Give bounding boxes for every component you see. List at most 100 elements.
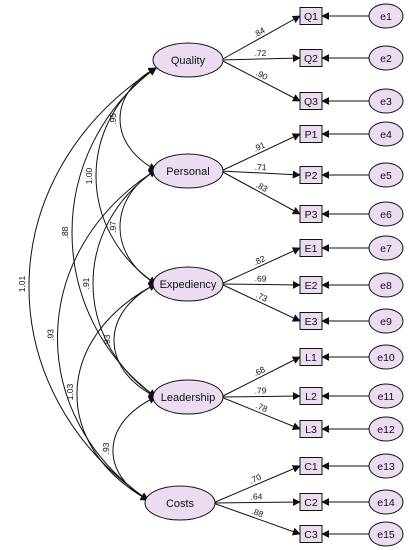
error-e7: e7	[368, 235, 404, 261]
error-label-e14: e14	[377, 497, 395, 509]
indicator-L2: L2	[299, 387, 323, 405]
error-label-e3: e3	[380, 96, 392, 108]
error-e11: e11	[368, 383, 404, 409]
latent-expediency: Expediency	[152, 266, 224, 302]
nodes-layer: QualityPersonalExpediencyLeadershipCosts…	[144, 3, 404, 547]
indicator-label-Q3: Q3	[304, 96, 318, 108]
covariance-value-quality-personal: .95	[108, 113, 118, 125]
indicator-L1: L1	[299, 348, 323, 366]
loading-value-C2: .64	[250, 491, 262, 501]
covariance-value-quality-leadership: .88	[60, 226, 70, 238]
covariance-value-personal-costs: .93	[46, 329, 56, 341]
error-label-e12: e12	[377, 424, 395, 436]
indicator-P1: P1	[299, 125, 323, 143]
error-e1: e1	[368, 3, 404, 29]
error-ellipse-e14	[368, 489, 404, 515]
indicator-box-L3	[299, 420, 323, 438]
indicator-box-Q2	[299, 49, 323, 67]
indicator-C2: C2	[299, 493, 323, 511]
loading-value-C1: .70	[248, 472, 263, 486]
indicator-P2: P2	[299, 166, 323, 184]
latent-ellipse-expediency	[152, 266, 224, 302]
indicator-L3: L3	[299, 420, 323, 438]
indicator-box-P3	[299, 205, 323, 223]
latent-label-expediency: Expediency	[160, 279, 217, 291]
latent-label-costs: Costs	[166, 498, 195, 510]
latent-label-leadership: Leadership	[161, 392, 215, 404]
loading-arrow-L3	[220, 396, 301, 431]
indicator-label-C1: C1	[304, 461, 318, 473]
indicator-box-L1	[299, 348, 323, 366]
covariance-arc-expediency-leadership	[113, 283, 157, 398]
loading-arrow-P2	[220, 170, 301, 179]
latent-quality: Quality	[152, 42, 224, 78]
error-e8: e8	[368, 272, 404, 298]
error-label-e6: e6	[380, 209, 392, 221]
covariance-value-quality-costs: 1.01	[17, 275, 27, 292]
loading-arrow-L1	[220, 356, 301, 398]
error-e4: e4	[368, 121, 404, 147]
indicator-box-Q3	[299, 92, 323, 110]
error-e9: e9	[368, 308, 404, 334]
edges-layer	[28, 12, 369, 538]
error-e6: e6	[368, 201, 404, 227]
latent-ellipse-costs	[144, 485, 216, 521]
error-e12: e12	[368, 416, 404, 442]
loading-value-E2: .69	[255, 273, 267, 283]
covariance-arc-personal-expediency	[119, 169, 157, 285]
indicator-box-Q1	[299, 7, 323, 25]
indicator-box-E2	[299, 276, 323, 294]
loading-value-E1: .82	[252, 253, 267, 267]
indicator-C3: C3	[299, 525, 323, 543]
loading-value-L2: .79	[254, 385, 266, 395]
indicator-box-E3	[299, 312, 323, 330]
error-ellipse-e4	[368, 121, 404, 147]
covariance-value-expediency-costs: 1.03	[65, 383, 75, 400]
error-label-e5: e5	[380, 170, 392, 182]
error-e10: e10	[368, 344, 404, 370]
loading-arrow-P3	[220, 170, 301, 215]
covariance-value-quality-expediency: 1.00	[84, 167, 94, 184]
latent-ellipse-personal	[152, 153, 224, 189]
indicator-Q2: Q2	[299, 49, 323, 67]
indicator-label-E1: E1	[305, 243, 318, 255]
covariance-value-leadership-costs: .93	[101, 442, 111, 454]
error-ellipse-e12	[368, 416, 404, 442]
error-label-e11: e11	[378, 391, 395, 403]
loading-arrow-C2	[212, 498, 301, 507]
error-label-e13: e13	[377, 461, 395, 473]
latent-label-quality: Quality	[171, 55, 206, 67]
indicator-E3: E3	[299, 312, 323, 330]
loading-value-L1: .68	[252, 364, 267, 378]
indicator-label-E3: E3	[305, 316, 318, 328]
loading-value-Q1: .84	[251, 25, 266, 40]
error-e5: e5	[368, 162, 404, 188]
error-label-e1: e1	[380, 11, 392, 23]
indicator-label-P2: P2	[305, 170, 318, 182]
error-e3: e3	[368, 88, 404, 114]
loading-arrow-C1	[212, 465, 301, 504]
error-ellipse-e15	[368, 521, 404, 547]
indicator-Q1: Q1	[299, 7, 323, 25]
latent-label-personal: Personal	[166, 166, 209, 178]
indicator-label-P1: P1	[305, 129, 318, 141]
indicator-C1: C1	[299, 457, 323, 475]
error-ellipse-e8	[368, 272, 404, 298]
latent-leadership: Leadership	[152, 379, 224, 415]
loading-arrow-E1	[220, 247, 301, 285]
loading-arrow-P1	[220, 133, 301, 172]
loading-value-P1: .91	[252, 140, 267, 154]
error-label-e2: e2	[380, 53, 392, 65]
error-e2: e2	[368, 45, 404, 71]
covariance-arc-expediency-costs	[76, 283, 157, 501]
error-ellipse-e13	[368, 453, 404, 479]
error-e13: e13	[368, 453, 404, 479]
error-ellipse-e11	[368, 383, 404, 409]
error-label-e8: e8	[380, 280, 392, 292]
error-label-e4: e4	[380, 129, 392, 141]
indicator-label-L2: L2	[305, 391, 317, 403]
loading-arrow-Q2	[220, 54, 301, 63]
indicator-E1: E1	[299, 239, 323, 257]
indicator-label-C3: C3	[304, 529, 318, 541]
loading-value-P2: .71	[254, 162, 267, 173]
